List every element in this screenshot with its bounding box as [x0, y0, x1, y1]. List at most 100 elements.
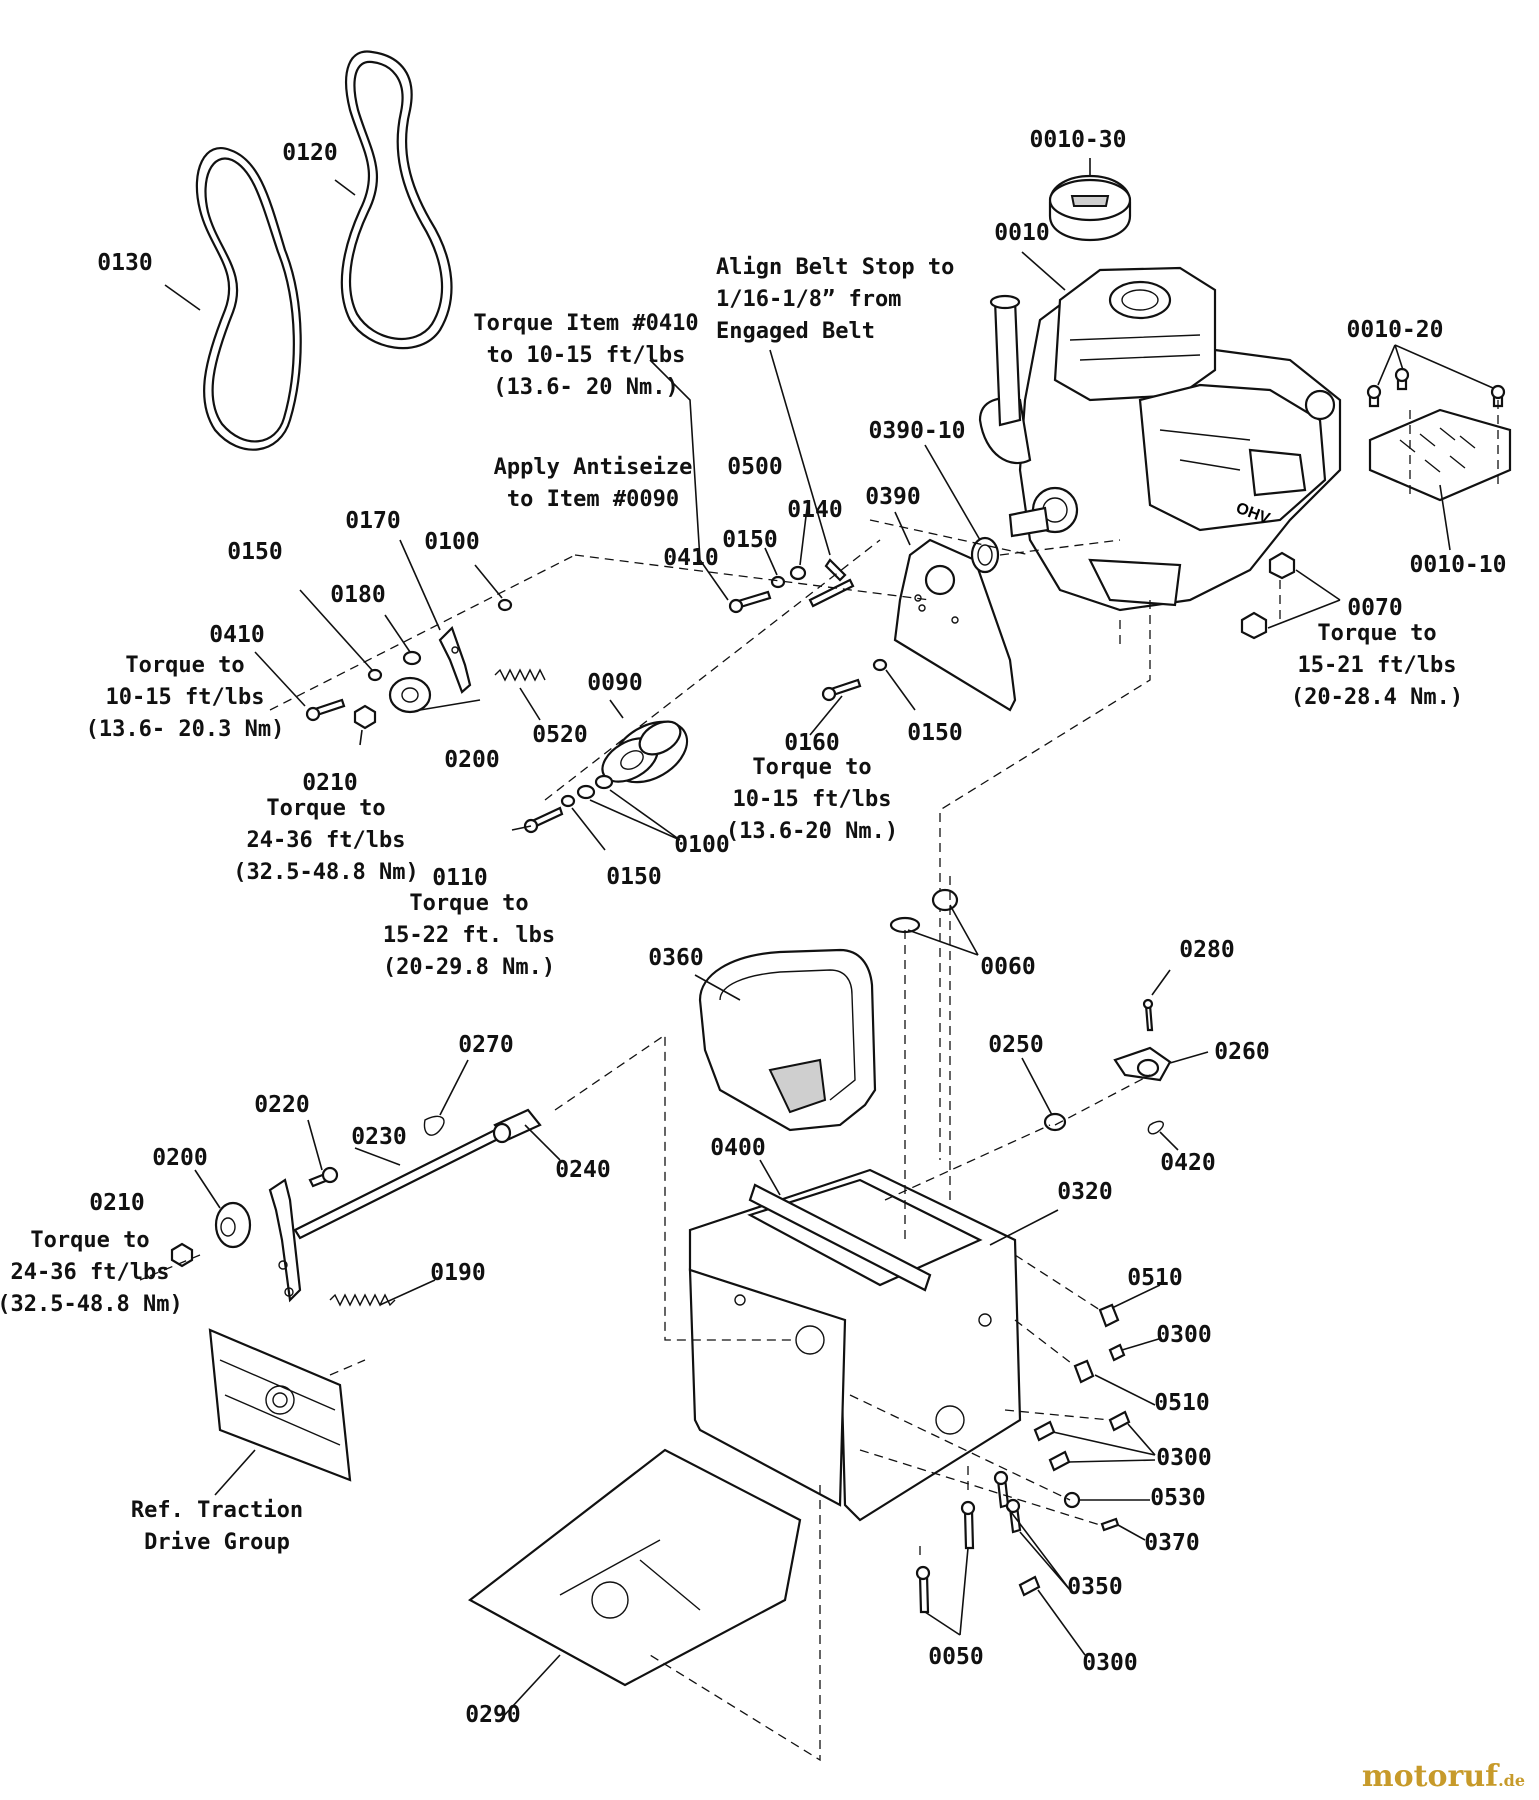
washer-0500[interactable] [789, 565, 807, 581]
label-0240[interactable]: 0240 [555, 1157, 611, 1183]
label-0170[interactable]: 0170 [345, 508, 401, 534]
label-0050[interactable]: 0050 [928, 1644, 984, 1670]
belt-0120[interactable] [340, 50, 453, 350]
label-0370[interactable]: 0370 [1144, 1530, 1200, 1556]
bracket-0010-10[interactable] [1368, 408, 1512, 502]
label-0090[interactable]: 0090 [587, 670, 643, 696]
label-0230[interactable]: 0230 [351, 1124, 407, 1150]
label-0150-c[interactable]: 0150 [606, 864, 662, 890]
plate-0400[interactable] [748, 1183, 932, 1292]
washer-0150-a[interactable] [770, 575, 786, 589]
label-0280[interactable]: 0280 [1179, 937, 1235, 963]
label-0390-10[interactable]: 0390-10 [868, 418, 966, 444]
label-0410-b[interactable]: 0410 [209, 622, 265, 648]
belt-stop-0140[interactable] [808, 558, 855, 608]
label-0150-a[interactable]: 0150 [722, 527, 778, 553]
label-0270[interactable]: 0270 [458, 1032, 514, 1058]
label-0390[interactable]: 0390 [865, 484, 921, 510]
bolts-0300[interactable] [1018, 1343, 1131, 1597]
label-0360[interactable]: 0360 [648, 945, 704, 971]
idler-arm-0170[interactable] [438, 625, 472, 694]
bolts-0350[interactable] [993, 1470, 1022, 1534]
spring-0520[interactable] [494, 668, 546, 682]
cover-0360[interactable] [698, 948, 877, 1132]
label-0060[interactable]: 0060 [980, 954, 1036, 980]
label-0100-a[interactable]: 0100 [424, 529, 480, 555]
cotter-pin-0270[interactable] [423, 1115, 445, 1136]
screw-0370[interactable] [1100, 1517, 1120, 1532]
label-0100-b[interactable]: 0100 [674, 832, 730, 858]
label-0510-a[interactable]: 0510 [1127, 1265, 1183, 1291]
frame-0320[interactable] [688, 1168, 1022, 1522]
label-0070[interactable]: 0070 [1347, 595, 1403, 621]
label-0420[interactable]: 0420 [1160, 1150, 1216, 1176]
label-0010-10[interactable]: 0010-10 [1409, 552, 1507, 578]
label-0010[interactable]: 0010 [994, 220, 1050, 246]
label-0290[interactable]: 0290 [465, 1702, 521, 1728]
latch-0260[interactable] [1113, 1046, 1172, 1082]
belt-guard-0390[interactable] [893, 538, 1017, 712]
nut-0210-b[interactable] [170, 1242, 194, 1268]
washers-0060[interactable] [889, 888, 959, 934]
label-0010-20[interactable]: 0010-20 [1346, 317, 1444, 343]
nuts-0510[interactable] [1073, 1303, 1120, 1384]
pulley-0090[interactable] [595, 709, 698, 794]
washer-0250[interactable] [1043, 1112, 1067, 1132]
label-0110[interactable]: 0110 [432, 865, 488, 891]
washer-0100-a[interactable] [497, 598, 513, 612]
engine-0010[interactable]: OHV [978, 266, 1342, 612]
label-0500[interactable]: 0500 [727, 454, 783, 480]
label-0200-b[interactable]: 0200 [152, 1145, 208, 1171]
bolt-0160[interactable] [821, 678, 862, 702]
belt-0130[interactable] [195, 147, 302, 451]
lever-bracket[interactable] [268, 1178, 302, 1303]
label-0260[interactable]: 0260 [1214, 1039, 1270, 1065]
label-0210-b[interactable]: 0210 [89, 1190, 145, 1216]
base-plate-0290[interactable] [467, 1448, 802, 1687]
label-0300-a[interactable]: 0300 [1156, 1322, 1212, 1348]
label-0510-b[interactable]: 0510 [1154, 1390, 1210, 1416]
label-0130[interactable]: 0130 [97, 250, 153, 276]
bolts-0050[interactable] [915, 1500, 976, 1614]
label-0520[interactable]: 0520 [532, 722, 588, 748]
label-0300-b[interactable]: 0300 [1156, 1445, 1212, 1471]
label-0140[interactable]: 0140 [787, 497, 843, 523]
label-0120[interactable]: 0120 [282, 140, 338, 166]
label-0400[interactable]: 0400 [710, 1135, 766, 1161]
label-0410-a[interactable]: 0410 [663, 545, 719, 571]
traction-drive-ref[interactable] [208, 1328, 352, 1482]
washer-0150-d[interactable] [872, 658, 888, 672]
label-0220[interactable]: 0220 [254, 1092, 310, 1118]
bolt-0110[interactable] [523, 806, 564, 834]
washer-0150-b[interactable] [367, 668, 383, 682]
spring-0190[interactable] [329, 1293, 396, 1307]
label-0250[interactable]: 0250 [988, 1032, 1044, 1058]
pin-0280[interactable] [1142, 998, 1154, 1032]
idler-pulley-0200-a[interactable] [388, 676, 432, 714]
label-0010-30[interactable]: 0010-30 [1029, 127, 1127, 153]
label-0200-a[interactable]: 0200 [444, 747, 500, 773]
screws-0010-20[interactable] [1366, 367, 1506, 408]
washer-0530[interactable] [1063, 1491, 1081, 1509]
nuts-0070[interactable] [1240, 551, 1296, 640]
washer-0180[interactable] [402, 650, 422, 666]
label-0530[interactable]: 0530 [1150, 1485, 1206, 1511]
bolt-0410-a[interactable] [728, 590, 772, 614]
bolt-0220[interactable] [308, 1166, 339, 1188]
clip-0420[interactable] [1147, 1120, 1164, 1135]
label-0160[interactable]: 0160 [784, 730, 840, 756]
washers-0100-b[interactable] [576, 774, 614, 800]
label-0210-a[interactable]: 0210 [302, 770, 358, 796]
bushing-0240[interactable] [492, 1108, 542, 1144]
label-0300-c[interactable]: 0300 [1082, 1650, 1138, 1676]
label-0320[interactable]: 0320 [1057, 1179, 1113, 1205]
bolt-0410-b[interactable] [305, 698, 346, 722]
fuel-cap-0010-30[interactable] [1048, 174, 1132, 242]
label-0190[interactable]: 0190 [430, 1260, 486, 1286]
label-0350[interactable]: 0350 [1067, 1574, 1123, 1600]
label-0150-b[interactable]: 0150 [227, 539, 283, 565]
label-0180[interactable]: 0180 [330, 582, 386, 608]
washer-0150-c[interactable] [560, 794, 576, 808]
idler-pulley-0200-b[interactable] [214, 1201, 252, 1249]
label-0150-d[interactable]: 0150 [907, 720, 963, 746]
